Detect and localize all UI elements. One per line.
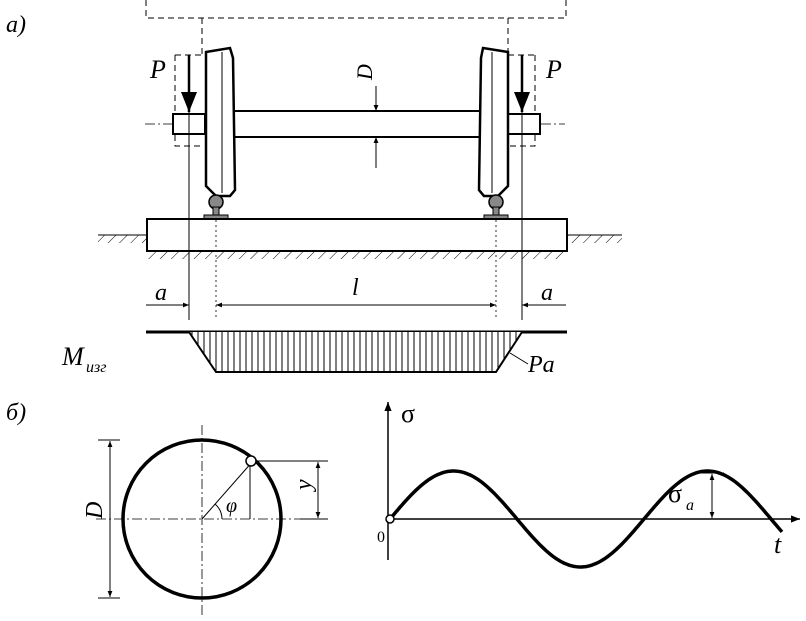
part-b-label: б) xyxy=(6,400,26,426)
angle-label: φ xyxy=(226,495,237,517)
bending-moment-diagram: Pa M изг xyxy=(61,330,567,378)
part-a-label: а) xyxy=(6,12,26,38)
left-wheel xyxy=(204,46,237,198)
sigma-axis-label: σ xyxy=(401,399,415,428)
moment-symbol: M xyxy=(61,342,85,371)
moment-value-label: Pa xyxy=(527,352,555,378)
left-rail xyxy=(203,194,229,221)
dim-span-label: l xyxy=(352,275,359,301)
axle xyxy=(232,110,481,138)
origin-point xyxy=(385,514,395,524)
part-a-wheelset: а) xyxy=(6,0,622,378)
force-left-label: P xyxy=(149,55,166,84)
amplitude-subscript: a xyxy=(686,497,694,514)
origin-label: 0 xyxy=(377,529,385,546)
stress-curve xyxy=(388,469,784,569)
axle-diameter-label: D xyxy=(352,64,377,81)
right-rail xyxy=(483,194,509,221)
dim-left-label: a xyxy=(155,280,167,306)
fiber-point xyxy=(245,455,257,467)
y-coordinate-label: y xyxy=(291,479,317,492)
span-dimensions: a l a xyxy=(146,275,566,308)
dim-right-label: a xyxy=(541,280,553,306)
stress-time-graph: σ t 0 σ a xyxy=(377,399,800,569)
force-right-label: P xyxy=(545,55,562,84)
right-wheel xyxy=(477,46,510,198)
part-b-stress: б) φ D y σ xyxy=(6,399,800,616)
axle-cross-section: φ D y xyxy=(82,425,328,616)
moment-subscript: изг xyxy=(86,359,106,376)
sleeper xyxy=(146,218,568,252)
time-axis-label: t xyxy=(774,530,782,559)
section-diameter-label: D xyxy=(82,502,108,520)
ground-hatching xyxy=(98,234,622,259)
amplitude-label: σ xyxy=(668,479,682,508)
right-journal xyxy=(507,113,541,135)
